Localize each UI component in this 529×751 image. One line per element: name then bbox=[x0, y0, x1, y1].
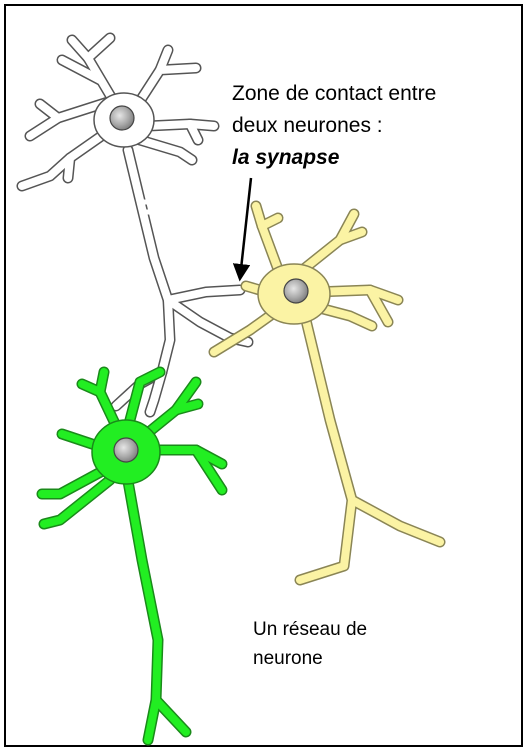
annotation-line-1: Zone de contact entre bbox=[232, 78, 436, 110]
yellow-neuron bbox=[214, 206, 440, 580]
caption-line-1: Un réseau de bbox=[253, 615, 367, 644]
green-neuron bbox=[42, 372, 222, 740]
network-caption: Un réseau de neurone bbox=[253, 615, 367, 673]
nucleus-white bbox=[110, 106, 134, 130]
nucleus-green bbox=[114, 438, 138, 462]
nucleus-yellow bbox=[284, 279, 308, 303]
caption-line-2: neurone bbox=[253, 644, 367, 673]
synapse-annotation: Zone de contact entre deux neurones : la… bbox=[232, 78, 436, 174]
synapse-term: la synapse bbox=[232, 142, 436, 174]
annotation-line-2: deux neurones : bbox=[232, 110, 436, 142]
synapse-arrow bbox=[240, 178, 251, 278]
